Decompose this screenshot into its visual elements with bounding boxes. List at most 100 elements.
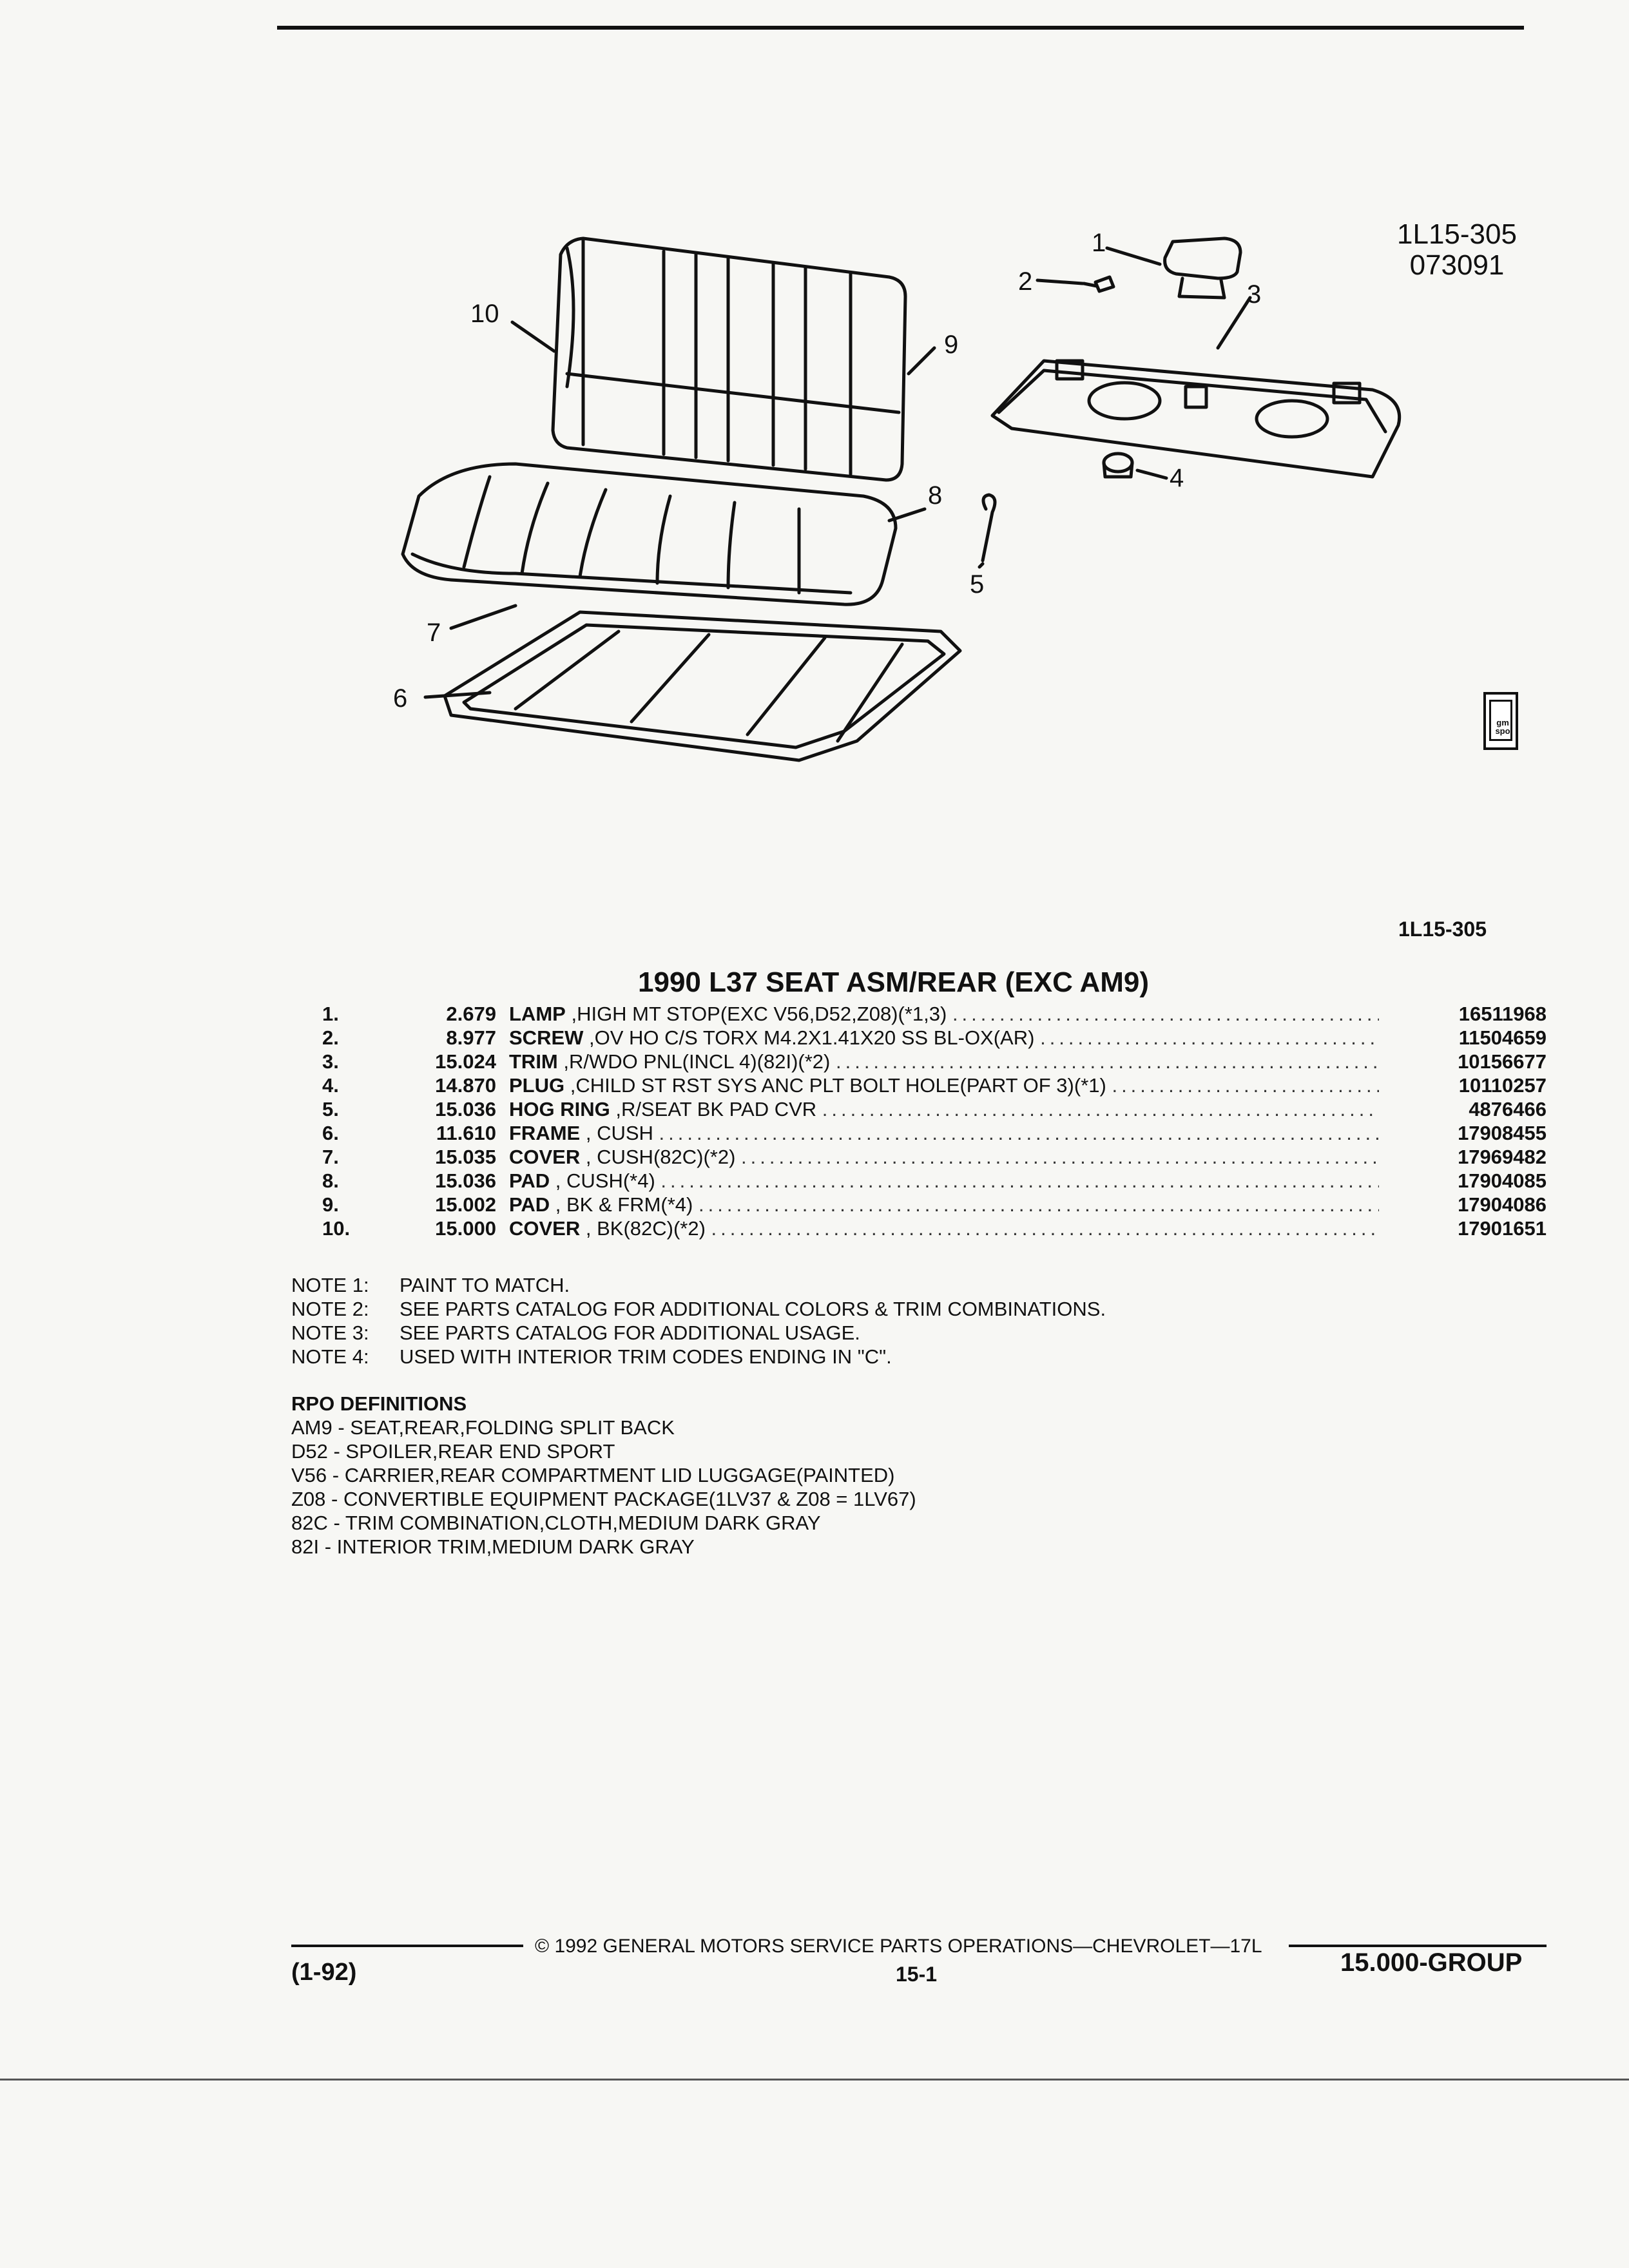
gm-spo-logo: gm spo: [1483, 692, 1518, 750]
screw: [1082, 275, 1115, 293]
seat-illustration: 1 2 3 4 5 6 7 8 9 10: [393, 229, 1402, 762]
part-name: COVER: [509, 1217, 581, 1240]
footer-page-number: 15-1: [896, 1963, 938, 1986]
note-label: NOTE 4:: [291, 1345, 369, 1368]
part-code: 15.035: [435, 1146, 496, 1168]
part-code: 8.977: [446, 1026, 496, 1049]
part-number: 17969482: [1379, 1146, 1547, 1169]
part-name: PLUG: [509, 1074, 565, 1097]
footer-copyright: © 1992 GENERAL MOTORS SERVICE PARTS OPER…: [535, 1936, 1262, 1957]
part-number: 4876466: [1379, 1098, 1547, 1121]
part-description: TRIM ,R/WDO PNL(INCL 4)(82I)(*2) .......…: [509, 1050, 1527, 1073]
part-detail: ,OV HO C/S TORX M4.2X1.41X20 SS BL-OX(AR…: [589, 1026, 1035, 1049]
figure-id: 1L15-305 073091: [1397, 219, 1517, 281]
footer-revision: (1-92): [291, 1959, 357, 1986]
note-line: NOTE 3:SEE PARTS CATALOG FOR ADDITIONAL …: [291, 1321, 1106, 1345]
callout-7: 7: [427, 619, 441, 647]
part-code: 15.036: [435, 1169, 496, 1192]
part-name: COVER: [509, 1146, 581, 1168]
part-code: 2.679: [446, 1003, 496, 1025]
part-name: PAD: [509, 1169, 550, 1192]
seat-back-outline: [551, 236, 907, 482]
part-detail: , BK & FRM(*4): [555, 1193, 693, 1216]
part-name: SCREW: [509, 1026, 584, 1049]
note-label: NOTE 1:: [291, 1274, 369, 1296]
part-row: 1. 2.679 LAMP ,HIGH MT STOP(EXC V56,D52,Z0…: [322, 1003, 1547, 1026]
part-code: 14.870: [435, 1074, 496, 1097]
part-row: 7. 15.035 COVER , CUSH(82C)(*2) ..........…: [322, 1146, 1547, 1169]
callout-9: 9: [944, 331, 958, 359]
rpo-item: 82I - INTERIOR TRIM,MEDIUM DARK GRAY: [291, 1535, 695, 1558]
part-description: HOG RING ,R/SEAT BK PAD CVR ............…: [509, 1098, 1527, 1120]
part-detail: ,R/WDO PNL(INCL 4)(82I)(*2): [563, 1050, 831, 1073]
rpo-heading: RPO DEFINITIONS: [291, 1392, 467, 1415]
parts-list: 1. 2.679 LAMP ,HIGH MT STOP(EXC V56,D52,Z0…: [322, 1003, 1547, 1241]
part-code: 15.000: [435, 1217, 496, 1240]
callout-2: 2: [1018, 267, 1032, 296]
part-name: TRIM: [509, 1050, 558, 1073]
part-description: SCREW ,OV HO C/S TORX M4.2X1.41X20 SS BL…: [509, 1026, 1527, 1049]
part-code: 15.036: [435, 1098, 496, 1120]
note-label: NOTE 3:: [291, 1321, 369, 1344]
part-description: PAD , CUSH(*4) .........................…: [509, 1169, 1527, 1192]
part-row: 4. 14.870 PLUG ,CHILD ST RST SYS ANC PLT B…: [322, 1074, 1547, 1098]
part-detail: ,HIGH MT STOP(EXC V56,D52,Z08)(*1,3): [571, 1003, 947, 1025]
rpo-item: Z08 - CONVERTIBLE EQUIPMENT PACKAGE(1LV3…: [291, 1488, 916, 1510]
part-detail: , CUSH: [585, 1122, 653, 1144]
figure-number: 1L15-305: [1397, 218, 1517, 250]
part-code: 15.024: [435, 1050, 496, 1073]
part-index: 10.: [322, 1217, 351, 1240]
part-number: 10110257: [1379, 1074, 1547, 1097]
part-description: FRAME , CUSH ...........................…: [509, 1122, 1527, 1144]
part-detail: , CUSH(*4): [555, 1169, 655, 1192]
top-rule: [277, 26, 1524, 30]
part-row: 3. 15.024 TRIM ,R/WDO PNL(INCL 4)(82I)(*2)…: [322, 1050, 1547, 1074]
note-text: PAINT TO MATCH.: [400, 1274, 570, 1296]
part-number: 17901651: [1379, 1217, 1547, 1240]
callout-8: 8: [928, 481, 942, 510]
bottom-rule: [0, 2079, 1629, 2081]
part-description: PAD , BK & FRM(*4) .....................…: [509, 1193, 1527, 1216]
part-index: 9.: [322, 1193, 339, 1216]
part-code: 11.610: [436, 1122, 496, 1144]
part-number: 10156677: [1379, 1050, 1547, 1073]
part-detail: , CUSH(82C)(*2): [585, 1146, 736, 1168]
rpo-definitions: RPO DEFINITIONS AM9 - SEAT,REAR,FOLDING …: [291, 1392, 916, 1559]
rpo-item: D52 - SPOILER,REAR END SPORT: [291, 1440, 615, 1463]
part-description: PLUG ,CHILD ST RST SYS ANC PLT BOLT HOLE…: [509, 1074, 1527, 1097]
callout-3: 3: [1247, 280, 1261, 309]
footer-rule-left: [291, 1945, 523, 1947]
note-line: NOTE 1: PAINT TO MATCH.: [291, 1273, 1106, 1297]
note-line: NOTE 2:SEE PARTS CATALOG FOR ADDITIONAL …: [291, 1297, 1106, 1321]
part-index: 1.: [322, 1003, 339, 1025]
note-label: NOTE 2:: [291, 1298, 369, 1320]
callout-10: 10: [470, 300, 499, 328]
rpo-item: V56 - CARRIER,REAR COMPARTMENT LID LUGGA…: [291, 1464, 895, 1486]
part-description: COVER , CUSH(82C)(*2) ..................…: [509, 1146, 1527, 1168]
reference-code: 1L15-305: [1398, 918, 1487, 941]
part-number: 17904086: [1379, 1193, 1547, 1216]
part-index: 3.: [322, 1050, 339, 1073]
part-detail: ,CHILD ST RST SYS ANC PLT BOLT HOLE(PART…: [570, 1074, 1106, 1097]
part-index: 4.: [322, 1074, 339, 1097]
part-detail: ,R/SEAT BK PAD CVR: [615, 1098, 817, 1120]
rpo-item: AM9 - SEAT,REAR,FOLDING SPLIT BACK: [291, 1416, 675, 1439]
notes-section: NOTE 1: PAINT TO MATCH.NOTE 2:SEE PARTS C…: [291, 1273, 1106, 1369]
part-name: HOG RING: [509, 1098, 610, 1120]
part-index: 7.: [322, 1146, 339, 1168]
page-title: 1990 L37 SEAT ASM/REAR (EXC AM9): [638, 966, 1149, 998]
stop-lamp: [1163, 236, 1242, 280]
part-detail: , BK(82C)(*2): [585, 1217, 706, 1240]
part-description: LAMP ,HIGH MT STOP(EXC V56,D52,Z08)(*1,3…: [509, 1003, 1527, 1025]
callout-5: 5: [970, 570, 984, 599]
seat-cushion-outline: [401, 462, 898, 606]
part-name: LAMP: [509, 1003, 566, 1025]
callout-6: 6: [393, 684, 407, 713]
footer-rule-right: [1289, 1945, 1547, 1947]
part-name: PAD: [509, 1193, 550, 1216]
